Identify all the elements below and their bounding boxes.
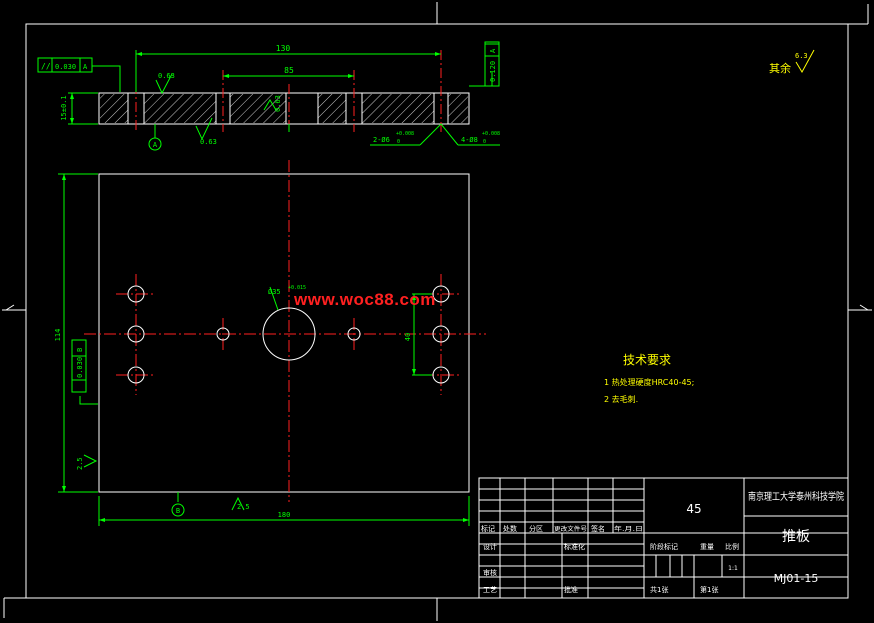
hole-note-1: 2-Ø6: [373, 136, 390, 144]
section-view: [37, 41, 500, 151]
datum-b-circle: [171, 503, 185, 517]
flatness-datum: A: [489, 48, 497, 53]
dim-height: 114: [54, 329, 62, 342]
dim-pitch: 40: [404, 333, 412, 341]
roughness-1: 0.63: [158, 72, 175, 80]
title-block-text: 45 南京理工大学泰州科技学院 推板 MJ01-15 1:1 标记 处数 分区 …: [481, 490, 844, 594]
part-name: 推板: [782, 529, 810, 545]
dim-thickness: 15±0.1: [60, 95, 68, 120]
hole-mr: [432, 325, 450, 343]
design-label: 设计: [483, 542, 497, 551]
material: 45: [686, 502, 701, 516]
tech-req-item-1: 1 热处理硬度HRC40-45;: [604, 377, 694, 387]
approve-label: 批准: [564, 585, 578, 594]
sheet-number: 第1张: [700, 585, 718, 594]
hdr-count: 处数: [503, 524, 517, 533]
process-label: 工艺: [483, 586, 497, 594]
dim-width: 180: [278, 511, 291, 519]
pin-r: [347, 327, 361, 341]
dim-span: 85: [284, 66, 294, 75]
watermark: www.woc88.com: [294, 290, 436, 309]
drawing-number: MJ01-15: [774, 572, 819, 585]
parallel-value: 0.030: [55, 63, 76, 71]
hole-br: [432, 366, 450, 384]
weight-label: 重量: [700, 543, 714, 551]
plan-view: [58, 160, 486, 526]
parallel-symbol: //: [41, 62, 51, 71]
roughness-remaining-label: 其余: [769, 61, 791, 75]
dim-bore-tol: +0.015: [288, 285, 306, 291]
roughness-3: 0.63: [274, 95, 282, 112]
roughness-plan-1: 2.5: [76, 457, 84, 470]
hdr-date: 年.月.日: [614, 525, 643, 533]
hdr-mark: 标记: [481, 524, 495, 533]
hole-bl: [127, 366, 145, 384]
roughness-remaining-value: 6.3: [795, 52, 808, 60]
hdr-change: 更改文件号: [554, 525, 587, 533]
scale-label: 比例: [725, 542, 739, 551]
dim-bore: Ø35: [268, 288, 281, 296]
stage-mark-label: 阶段标记: [650, 542, 678, 551]
scale-value: 1:1: [728, 565, 738, 572]
hole-note-2: 4-Ø8: [461, 136, 478, 144]
hole-note-1-low: 0: [397, 139, 400, 145]
hole-tl: [127, 285, 145, 303]
perp-datum: B: [76, 348, 84, 352]
hole-tr: [432, 285, 450, 303]
section-outline: [98, 92, 470, 125]
dim-overall: 130: [276, 44, 291, 53]
center-bore: [262, 307, 316, 361]
hdr-sign: 签名: [591, 524, 605, 533]
datum-a-circle: [148, 137, 162, 151]
standardize-label: 标准化: [564, 542, 585, 551]
tech-req-title: 技术要求: [623, 353, 671, 367]
sheets-total: 共1张: [650, 585, 668, 594]
roughness-2: 0.63: [200, 138, 217, 146]
perp-value: 0.030: [76, 357, 84, 378]
tech-req-item-2: 2 去毛刺.: [604, 394, 638, 404]
pin-l: [216, 327, 230, 341]
org-name: 南京理工大学泰州科技学院: [748, 490, 844, 503]
review-label: 审核: [483, 568, 497, 577]
hdr-zone: 分区: [529, 524, 543, 533]
datum-a-label: A: [153, 141, 158, 149]
plate-outline: [98, 173, 470, 493]
hole-note-2-tol: +0.008: [482, 131, 500, 137]
parallel-datum: A: [83, 63, 88, 71]
hole-note-2-low: 0: [483, 139, 486, 145]
title-block: [478, 477, 849, 599]
roughness-remaining-symbol: [795, 49, 815, 74]
datum-b-label: B: [176, 507, 180, 515]
flatness-value: 0.120: [489, 61, 497, 82]
hole-ml: [127, 325, 145, 343]
roughness-plan-2: 2.5: [237, 503, 250, 511]
hole-note-1-tol: +0.008: [396, 131, 414, 137]
